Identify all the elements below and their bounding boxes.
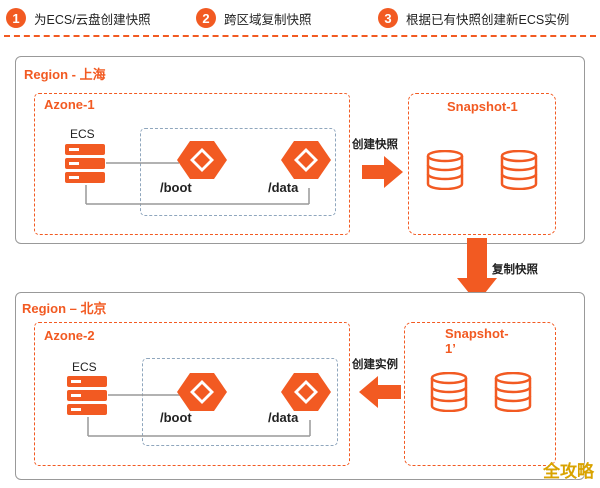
disk-icon (281, 373, 331, 411)
snapshot-1-copy-box (404, 322, 556, 466)
azone-1 (34, 93, 350, 235)
create-instance-label: 创建实例 (352, 359, 398, 371)
snapshot-1-copy-title-line2: 1’ (445, 341, 456, 356)
database-icon (500, 150, 538, 190)
server-icon (65, 144, 105, 183)
snapshot-1-title: Snapshot-1 (447, 99, 518, 114)
snapshot-1-copy-title: Snapshot- (445, 326, 509, 341)
database-icon (430, 372, 468, 412)
boot-label-1: /boot (160, 180, 192, 195)
step-1: 1 为ECS/云盘创建快照 (6, 7, 151, 29)
azone-2-title: Azone-2 (44, 328, 95, 343)
database-icon (494, 372, 532, 412)
disk-group-1 (140, 128, 336, 216)
region-beijing-title: Region – 北京 (22, 301, 107, 316)
arrow-right-icon (362, 156, 403, 188)
step-1-text: 为ECS/云盘创建快照 (34, 12, 151, 27)
arrow-left-icon (359, 376, 401, 408)
database-icon (426, 150, 464, 190)
copy-snapshot-label: 复制快照 (492, 264, 538, 276)
step-2-text: 跨区域复制快照 (224, 12, 312, 27)
region-shanghai-title: Region - 上海 (24, 67, 106, 82)
create-snapshot-label: 创建快照 (352, 139, 398, 151)
disk-icon (281, 141, 331, 179)
arrow-down-icon (457, 238, 497, 303)
watermark: 全攻略 (543, 462, 594, 481)
connector-lines-2 (87, 394, 311, 437)
disk-icon (177, 141, 227, 179)
step-3-number: 3 (378, 8, 398, 28)
boot-label-2: /boot (160, 410, 192, 425)
snapshot-1-box (408, 93, 556, 235)
ecs-label-1: ECS (70, 127, 95, 141)
ecs-label-2: ECS (72, 360, 97, 374)
disk-icon (177, 373, 227, 411)
step-1-number: 1 (6, 8, 26, 28)
data-label-1: /data (268, 180, 299, 195)
connector-lines-1 (85, 162, 310, 205)
step-2-number: 2 (196, 8, 216, 28)
step-3-text: 根据已有快照创建新ECS实例 (406, 12, 570, 27)
server-icon (67, 376, 107, 415)
disk-group-2 (142, 358, 338, 446)
azone-2 (34, 322, 350, 466)
step-3: 3 根据已有快照创建新ECS实例 (378, 7, 569, 29)
azone-1-title: Azone-1 (44, 97, 95, 112)
header-divider (4, 35, 596, 37)
data-label-2: /data (268, 410, 299, 425)
step-2: 2 跨区域复制快照 (196, 7, 312, 29)
